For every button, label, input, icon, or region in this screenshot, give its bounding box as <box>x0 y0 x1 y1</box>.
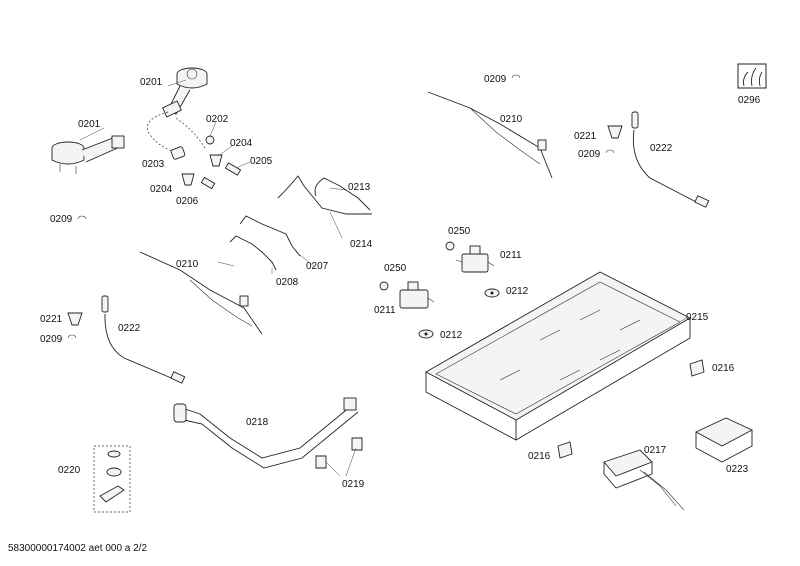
gas-tube-0214 <box>277 175 372 215</box>
burner-0201-lower <box>51 135 125 174</box>
label-0204-lower: 0204 <box>150 184 173 195</box>
gas-tube-0207 <box>239 215 301 257</box>
label-0212-upper: 0212 <box>506 286 529 297</box>
label-0210-lower: 0210 <box>176 259 199 270</box>
label-0222-upper: 0222 <box>650 143 673 154</box>
label-0203: 0203 <box>142 159 165 170</box>
gas-tube-0213 <box>314 177 371 211</box>
thermocouple-0210-upper <box>427 91 553 179</box>
gas-tube-0208 <box>229 235 277 271</box>
label-0211-lower: 0211 <box>374 305 396 316</box>
label-0205: 0205 <box>250 156 273 167</box>
label-0207: 0207 <box>306 261 329 272</box>
valve-fitting-0250-lower <box>379 281 389 291</box>
valve-fitting-0250-upper <box>445 241 455 251</box>
bottom-tray-0215 <box>425 271 691 441</box>
leader-lines <box>79 79 687 323</box>
cap-0221-upper <box>607 125 623 139</box>
label-0209-d: 0209 <box>40 334 63 345</box>
bracket-0216-lower <box>557 441 573 459</box>
label-0211-upper: 0211 <box>500 250 522 261</box>
injector-0202 <box>205 135 215 145</box>
bracket-0216-right <box>689 359 705 377</box>
kit-0220 <box>93 445 131 513</box>
label-0213: 0213 <box>348 182 371 193</box>
ignition-electrode-0222-lower <box>101 295 186 384</box>
label-0215: 0215 <box>686 312 709 323</box>
label-0221-lower: 0221 <box>40 314 63 325</box>
label-0212-lower: 0212 <box>440 330 463 341</box>
label-0210-upper: 0210 <box>500 114 523 125</box>
label-0250-upper: 0250 <box>448 226 471 237</box>
gas-valve-0211-lower <box>399 281 435 309</box>
clip-0209-b <box>605 149 615 154</box>
cap-0221-lower <box>67 312 83 326</box>
label-0217: 0217 <box>644 445 667 456</box>
nozzle-0203 <box>170 146 186 160</box>
clip-0219-left <box>315 455 327 469</box>
label-0218: 0218 <box>246 417 269 428</box>
washer-0212-lower <box>418 329 434 339</box>
label-0204-upper: 0204 <box>230 138 253 149</box>
burner-0201-upper <box>162 67 208 118</box>
label-0214: 0214 <box>350 239 373 250</box>
label-0201-upper: 0201 <box>140 77 163 88</box>
label-0250-lower: 0250 <box>384 263 407 274</box>
label-0201-lower: 0201 <box>78 119 101 130</box>
drawing-reference: 58300000174002 aet 000 a 2/2 <box>8 543 148 554</box>
washer-0212-upper <box>484 288 500 298</box>
nozzle-0205 <box>224 162 242 176</box>
flame-symbol-0296 <box>737 63 767 89</box>
nozzle-0204-lower <box>181 173 195 186</box>
label-0216-lower: 0216 <box>528 451 551 462</box>
ignition-electrode-0222-upper <box>631 111 710 208</box>
clip-0209-c <box>77 215 87 220</box>
nozzle-0206 <box>200 176 216 190</box>
thermocouple-0210-lower <box>139 251 263 335</box>
label-0220: 0220 <box>58 465 81 476</box>
label-0219: 0219 <box>342 479 365 490</box>
label-0296: 0296 <box>738 95 761 106</box>
label-0209-c: 0209 <box>50 214 73 225</box>
label-0223: 0223 <box>726 464 749 475</box>
label-0202: 0202 <box>206 114 229 125</box>
gas-valve-0211-upper <box>455 245 495 273</box>
clip-0209-d <box>67 334 77 339</box>
label-0221-upper: 0221 <box>574 131 597 142</box>
junction-box-0223 <box>694 417 754 463</box>
label-0216-right: 0216 <box>712 363 735 374</box>
label-0222-lower: 0222 <box>118 323 141 334</box>
ignition-unit-0217 <box>603 449 685 511</box>
clip-0209-a <box>511 74 521 79</box>
nozzle-0204-upper <box>209 154 223 167</box>
label-0208: 0208 <box>276 277 299 288</box>
assembly-guide <box>147 111 179 153</box>
clip-0219-right <box>351 437 363 451</box>
label-0206: 0206 <box>176 196 199 207</box>
gas-rail-0218 <box>173 397 359 469</box>
label-0209-a: 0209 <box>484 74 507 85</box>
label-0209-b: 0209 <box>578 149 601 160</box>
